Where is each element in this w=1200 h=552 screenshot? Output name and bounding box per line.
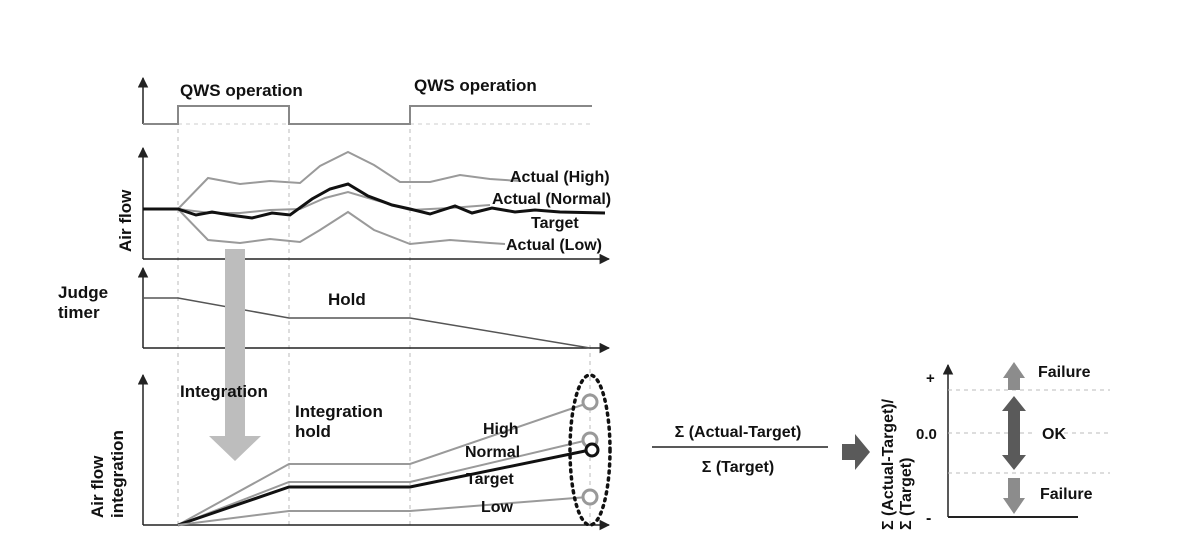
- integration-hold-2: hold: [295, 422, 331, 441]
- line-actual-high: [143, 150, 521, 210]
- integration-hold-1: Integration: [295, 402, 383, 421]
- integ-low: [177, 496, 589, 526]
- label-high: High: [483, 421, 519, 438]
- integ-target: [177, 448, 591, 527]
- integ-normal: [177, 439, 589, 526]
- label-target: Target: [531, 215, 579, 232]
- hold-label: Hold: [328, 290, 366, 309]
- end-values-ellipse: [568, 373, 612, 527]
- integration-down-arrow: [209, 249, 261, 461]
- label-actual-normal: Actual (Normal): [492, 191, 611, 208]
- label-low: Low: [481, 499, 514, 516]
- tick-minus: -: [926, 510, 931, 527]
- label-normal: Normal: [465, 444, 520, 461]
- ok-double-arrow: [1002, 396, 1026, 470]
- line-actual-low: [143, 208, 506, 246]
- failure-down-arrow: [1003, 478, 1025, 514]
- failure-up-arrow: [1003, 362, 1025, 390]
- failure-bottom-label: Failure: [1040, 486, 1093, 503]
- formula-denominator: Σ (Target): [702, 459, 774, 476]
- qws-label-1: QWS operation: [180, 81, 303, 100]
- timer-ylabel-1: Judge: [58, 283, 108, 302]
- integration-panel: Air flow integration Integration Integra…: [88, 373, 612, 531]
- label-integ-target: Target: [466, 471, 514, 488]
- timer-ylabel-2: timer: [58, 303, 100, 322]
- failure-top-label: Failure: [1038, 364, 1091, 381]
- qws-label-2: QWS operation: [414, 76, 537, 95]
- airflow-ylabel: Air flow: [116, 189, 135, 252]
- timer-line: [143, 297, 591, 349]
- integ-high: [177, 402, 589, 526]
- ok-label: OK: [1042, 426, 1066, 443]
- integration-label: Integration: [180, 382, 268, 401]
- marker-low: [581, 488, 599, 506]
- formula: Σ (Actual-Target) Σ (Target): [652, 424, 870, 476]
- line-target: [143, 182, 606, 220]
- qws-panel: QWS operation QWS operation: [137, 76, 592, 125]
- result-arrow: [842, 434, 870, 470]
- airflow-panel: Air flow Actual (High) Actual (Normal) T…: [116, 146, 611, 265]
- judge-panel: Σ (Actual-Target)/ Σ (Target) + 0.0 - Fa…: [880, 362, 1110, 530]
- tick-plus: +: [926, 370, 935, 387]
- label-actual-high: Actual (High): [510, 169, 610, 186]
- marker-target: [584, 442, 600, 458]
- label-actual-low: Actual (Low): [506, 237, 602, 254]
- judge-ylabel-2: Σ (Target): [898, 458, 915, 530]
- timer-panel: Judge timer Hold: [58, 266, 611, 354]
- qws-signal: [143, 105, 592, 125]
- tick-zero: 0.0: [916, 426, 937, 443]
- judge-ylabel-1: Σ (Actual-Target)/: [880, 398, 897, 530]
- marker-high: [581, 393, 599, 411]
- integration-ylabel-1: Air flow: [88, 455, 107, 518]
- integration-ylabel-2: integration: [108, 430, 127, 518]
- formula-numerator: Σ (Actual-Target): [675, 424, 802, 441]
